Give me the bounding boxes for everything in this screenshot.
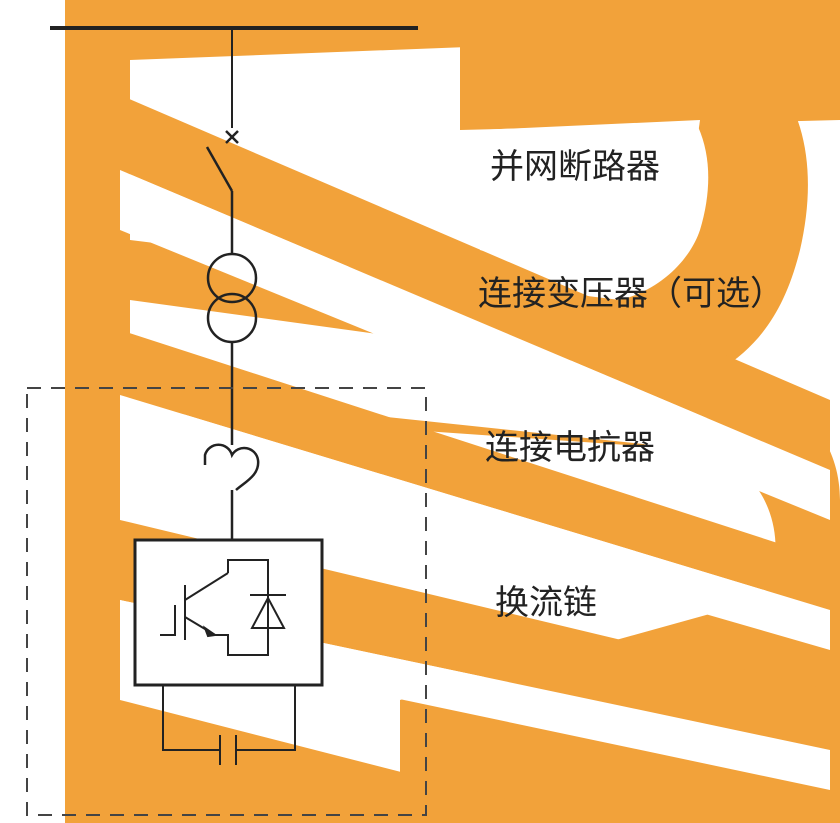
watermark-gap-1 <box>120 170 830 520</box>
label-converter-chain: 换流链 <box>495 583 597 623</box>
watermark-logo <box>65 0 840 823</box>
watermark-stripe-1 <box>120 95 830 470</box>
watermark-bowl-lower <box>130 300 708 450</box>
watermark-top-right <box>460 0 840 130</box>
label-coupling-reactor: 连接电抗器 <box>485 428 655 468</box>
igbt-icon <box>160 559 269 656</box>
reactor-icon <box>203 443 260 540</box>
watermark-bar-left <box>65 0 120 823</box>
watermark-stripe-4 <box>120 700 600 823</box>
converter-enclosure <box>26 387 427 816</box>
label-grid-breaker: 并网断路器 <box>490 147 660 187</box>
watermark-stripe-2 <box>120 330 830 610</box>
transformer-icon <box>206 252 258 445</box>
watermark-gap-2 <box>120 395 830 650</box>
label-coupling-transformer: 连接变压器（可选） <box>478 274 784 314</box>
circuit-breaker-icon <box>205 130 239 254</box>
diode-icon <box>250 580 286 635</box>
watermark-top-right-hole <box>480 120 700 280</box>
capacitor-icon <box>162 685 296 765</box>
